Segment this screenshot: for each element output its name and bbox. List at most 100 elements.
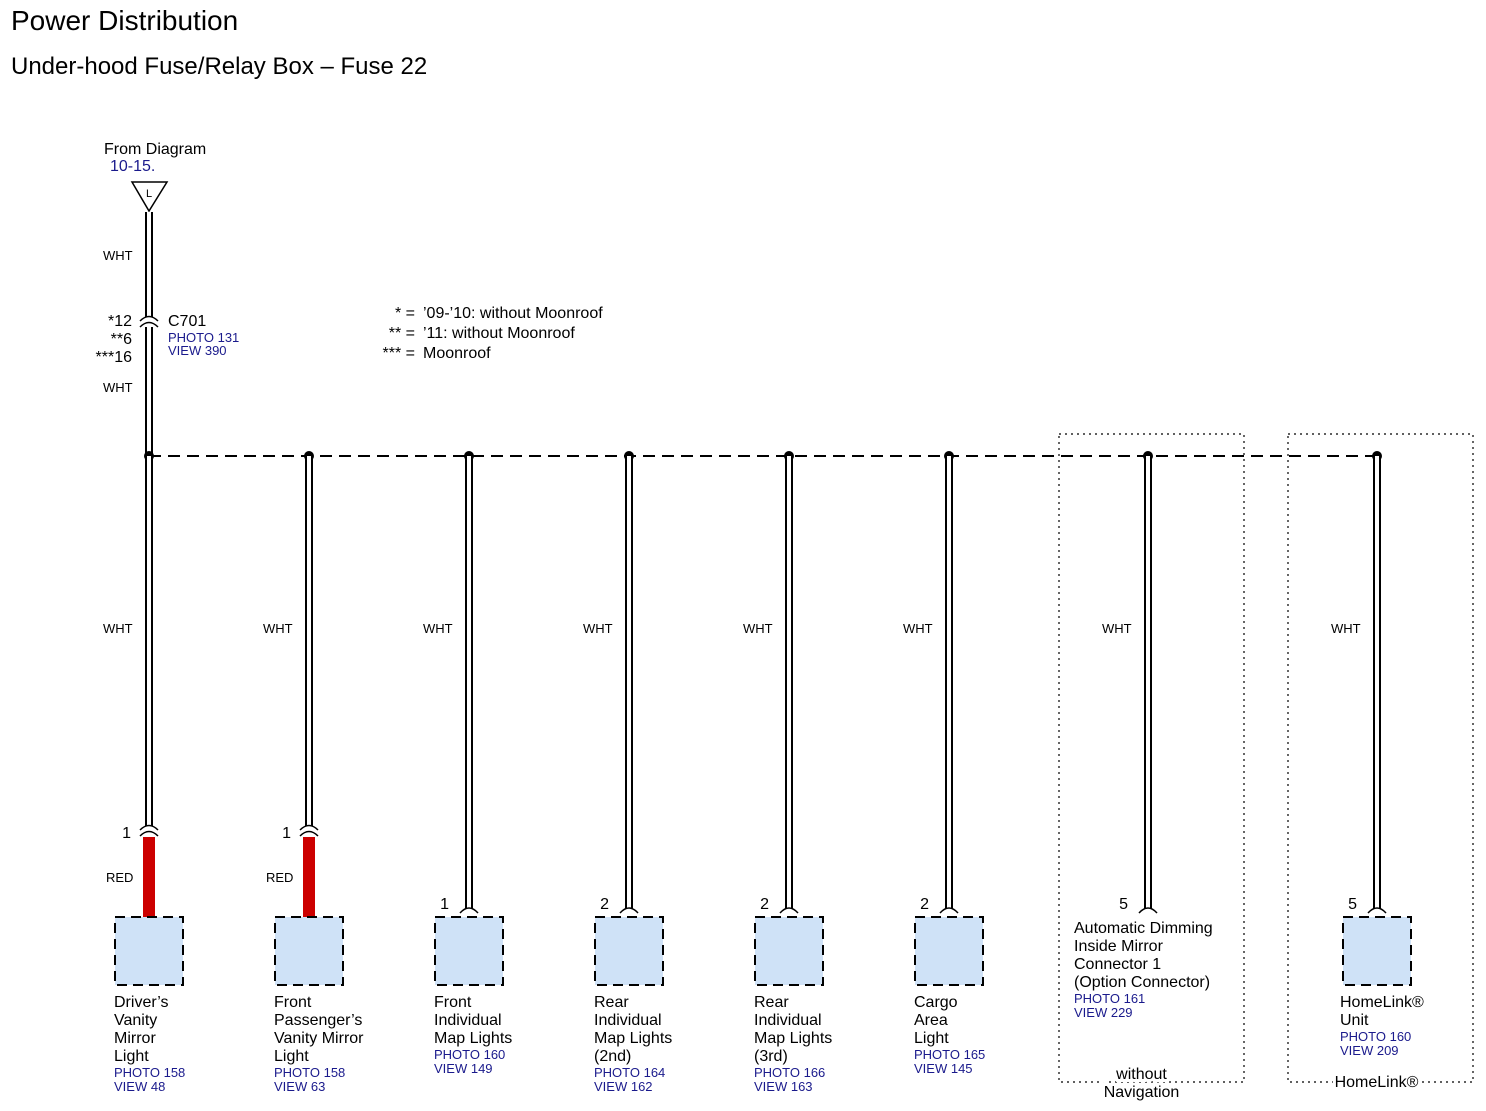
component-name-line: Connector 1 (1074, 956, 1161, 973)
inline-connector-lower (139, 830, 159, 837)
component-name-line: Automatic Dimming (1074, 920, 1213, 937)
view-ref[interactable]: VIEW 145 (914, 1061, 973, 1076)
component-box[interactable] (914, 916, 984, 986)
component-name-line: Individual (594, 1012, 662, 1029)
photo-ref[interactable]: PHOTO 158 (274, 1065, 345, 1080)
wire-color-label: WHT (583, 621, 613, 636)
inline-connector-lower (299, 830, 319, 837)
component-box[interactable] (1342, 916, 1412, 986)
view-ref[interactable]: VIEW 163 (754, 1079, 813, 1094)
wire-color-label: WHT (1331, 621, 1361, 636)
component-name-line: Vanity (114, 1012, 157, 1029)
component-name-line: Driver’s (114, 994, 169, 1011)
component-name-line: Unit (1340, 1012, 1369, 1029)
source-terminal-symbol (130, 181, 169, 213)
option-label: without (1115, 1066, 1167, 1083)
pin-number: 1 (122, 825, 131, 842)
wire-color-label-bottom: RED (106, 870, 133, 885)
legend-text-1: ’09-’10: without Moonroof (423, 305, 603, 322)
page-subtitle: Under-hood Fuse/Relay Box – Fuse 22 (11, 53, 427, 80)
c701-view-ref[interactable]: VIEW 390 (168, 343, 227, 358)
component-box[interactable] (754, 916, 824, 986)
photo-ref[interactable]: PHOTO 165 (914, 1047, 985, 1062)
c701-pin-3: ***16 (96, 349, 133, 366)
component-name-line: Front (434, 994, 472, 1011)
component-name-line: Light (114, 1048, 149, 1065)
legend-text-2: ’11: without Moonroof (423, 325, 575, 342)
source-terminal-label: L (146, 188, 152, 200)
wire-color-label: WHT (903, 621, 933, 636)
option-enclosure (1058, 433, 1245, 1083)
component-name-line: Rear (594, 994, 629, 1011)
page-title: Power Distribution (11, 5, 238, 36)
legend-key-3: *** = (383, 345, 415, 362)
view-ref[interactable]: VIEW 162 (594, 1079, 653, 1094)
legend-text-3: Moonroof (423, 345, 491, 362)
c701-pin-2: **6 (111, 331, 132, 348)
component-name-line: Vanity Mirror (274, 1030, 364, 1047)
from-diagram-label: From Diagram (104, 141, 206, 158)
wire-color-label: WHT (423, 621, 453, 636)
component-name-line: (3rd) (754, 1048, 788, 1065)
component-name-line: Map Lights (434, 1030, 512, 1047)
c701-photo-ref[interactable]: PHOTO 131 (168, 330, 239, 345)
component-name-line: Cargo (914, 994, 958, 1011)
view-ref[interactable]: VIEW 48 (114, 1079, 165, 1094)
legend-key-1: * = (395, 305, 415, 322)
component-box[interactable] (594, 916, 664, 986)
pin-cap (939, 907, 959, 914)
component-name-line: (Option Connector) (1074, 974, 1210, 991)
photo-ref[interactable]: PHOTO 160 (434, 1047, 505, 1062)
component-name-line: Passenger’s (274, 1012, 362, 1029)
component-name-line: Mirror (114, 1030, 156, 1047)
c701-connector-symbol (139, 315, 159, 328)
option-label: Navigation (1104, 1084, 1180, 1101)
component-name-line: Individual (434, 1012, 502, 1029)
component-box[interactable] (274, 916, 344, 986)
wire-color-label: WHT (103, 621, 133, 636)
component-name-line: Light (274, 1048, 309, 1065)
component-name-line: Map Lights (594, 1030, 672, 1047)
wire-red (303, 837, 315, 917)
pin-number: 5 (1119, 896, 1128, 913)
photo-ref[interactable]: PHOTO 158 (114, 1065, 185, 1080)
c701-connector-symbol-upper (139, 315, 159, 322)
inline-connector-upper (139, 824, 159, 831)
component-name-line: Rear (754, 994, 789, 1011)
c701-pin-1: *12 (108, 313, 132, 330)
inline-connector (139, 824, 159, 837)
component-box[interactable] (434, 916, 504, 986)
pin-number: 2 (920, 896, 929, 913)
pin-cap (459, 907, 479, 914)
view-ref[interactable]: VIEW 229 (1074, 1005, 1133, 1020)
wire-color-label: WHT (1102, 621, 1132, 636)
component-name-line: Inside Mirror (1074, 938, 1164, 955)
component-name-line: Front (274, 994, 312, 1011)
view-ref[interactable]: VIEW 209 (1340, 1043, 1399, 1058)
photo-ref[interactable]: PHOTO 161 (1074, 991, 1145, 1006)
component-box[interactable] (114, 916, 184, 986)
photo-ref[interactable]: PHOTO 166 (754, 1065, 825, 1080)
photo-ref[interactable]: PHOTO 160 (1340, 1029, 1411, 1044)
pin-cap (619, 907, 639, 914)
component-name-line: (2nd) (594, 1048, 631, 1065)
option-label: HomeLink® (1335, 1074, 1419, 1091)
wire-layer (139, 212, 1377, 457)
photo-ref[interactable]: PHOTO 164 (594, 1065, 665, 1080)
pin-number: 5 (1348, 896, 1357, 913)
view-ref[interactable]: VIEW 149 (434, 1061, 493, 1076)
from-diagram-ref[interactable]: 10-15. (110, 158, 155, 175)
pin-number: 1 (440, 896, 449, 913)
view-ref[interactable]: VIEW 63 (274, 1079, 325, 1094)
component-name-line: Map Lights (754, 1030, 832, 1047)
